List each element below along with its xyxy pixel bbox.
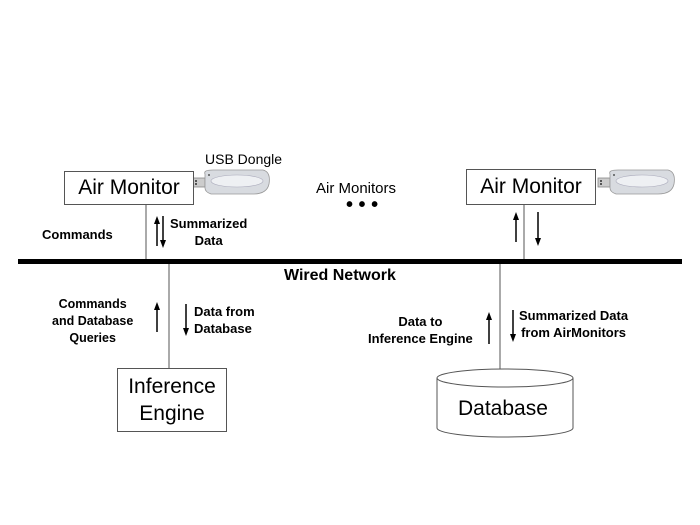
database-label: Database bbox=[458, 397, 548, 420]
usb-dongle-label: USB Dongle bbox=[205, 151, 283, 167]
usb-dongle-icon bbox=[597, 169, 675, 195]
air-monitors-group-label: Air Monitors bbox=[316, 180, 397, 197]
air-monitor-right-label: Air Monitor bbox=[480, 175, 582, 198]
database-cylinder-icon bbox=[436, 368, 574, 438]
arrow-up-icon bbox=[154, 302, 160, 332]
air-monitor-right-node: Air Monitor bbox=[466, 169, 596, 205]
wired-network-bus bbox=[18, 259, 682, 264]
arrow-up-icon bbox=[486, 312, 492, 344]
arrow-down-icon bbox=[160, 216, 166, 248]
ellipsis-dots: • • • bbox=[346, 194, 379, 216]
arrow-down-icon bbox=[535, 212, 541, 246]
commands-and-queries-label: Commands and Database Queries bbox=[52, 297, 134, 345]
air-monitor-left-node: Air Monitor bbox=[64, 171, 194, 205]
arrow-up-icon bbox=[154, 216, 160, 246]
arrow-down-icon bbox=[510, 310, 516, 342]
commands-label: Commands bbox=[42, 227, 113, 242]
inference-engine-node: Inference Engine bbox=[117, 368, 227, 432]
data-from-database-label: Data from Database bbox=[194, 304, 255, 336]
arrow-up-icon bbox=[513, 212, 519, 242]
summarized-data-from-monitors-label: Summarized Data from AirMonitors bbox=[519, 308, 629, 340]
air-monitor-left-label: Air Monitor bbox=[78, 176, 180, 199]
usb-dongle-icon bbox=[192, 169, 270, 195]
wired-network-label: Wired Network bbox=[284, 267, 396, 284]
arrow-down-icon bbox=[183, 304, 189, 336]
summarized-data-label: Summarized Data bbox=[170, 216, 248, 248]
data-to-inference-label: Data to Inference Engine bbox=[368, 314, 473, 346]
